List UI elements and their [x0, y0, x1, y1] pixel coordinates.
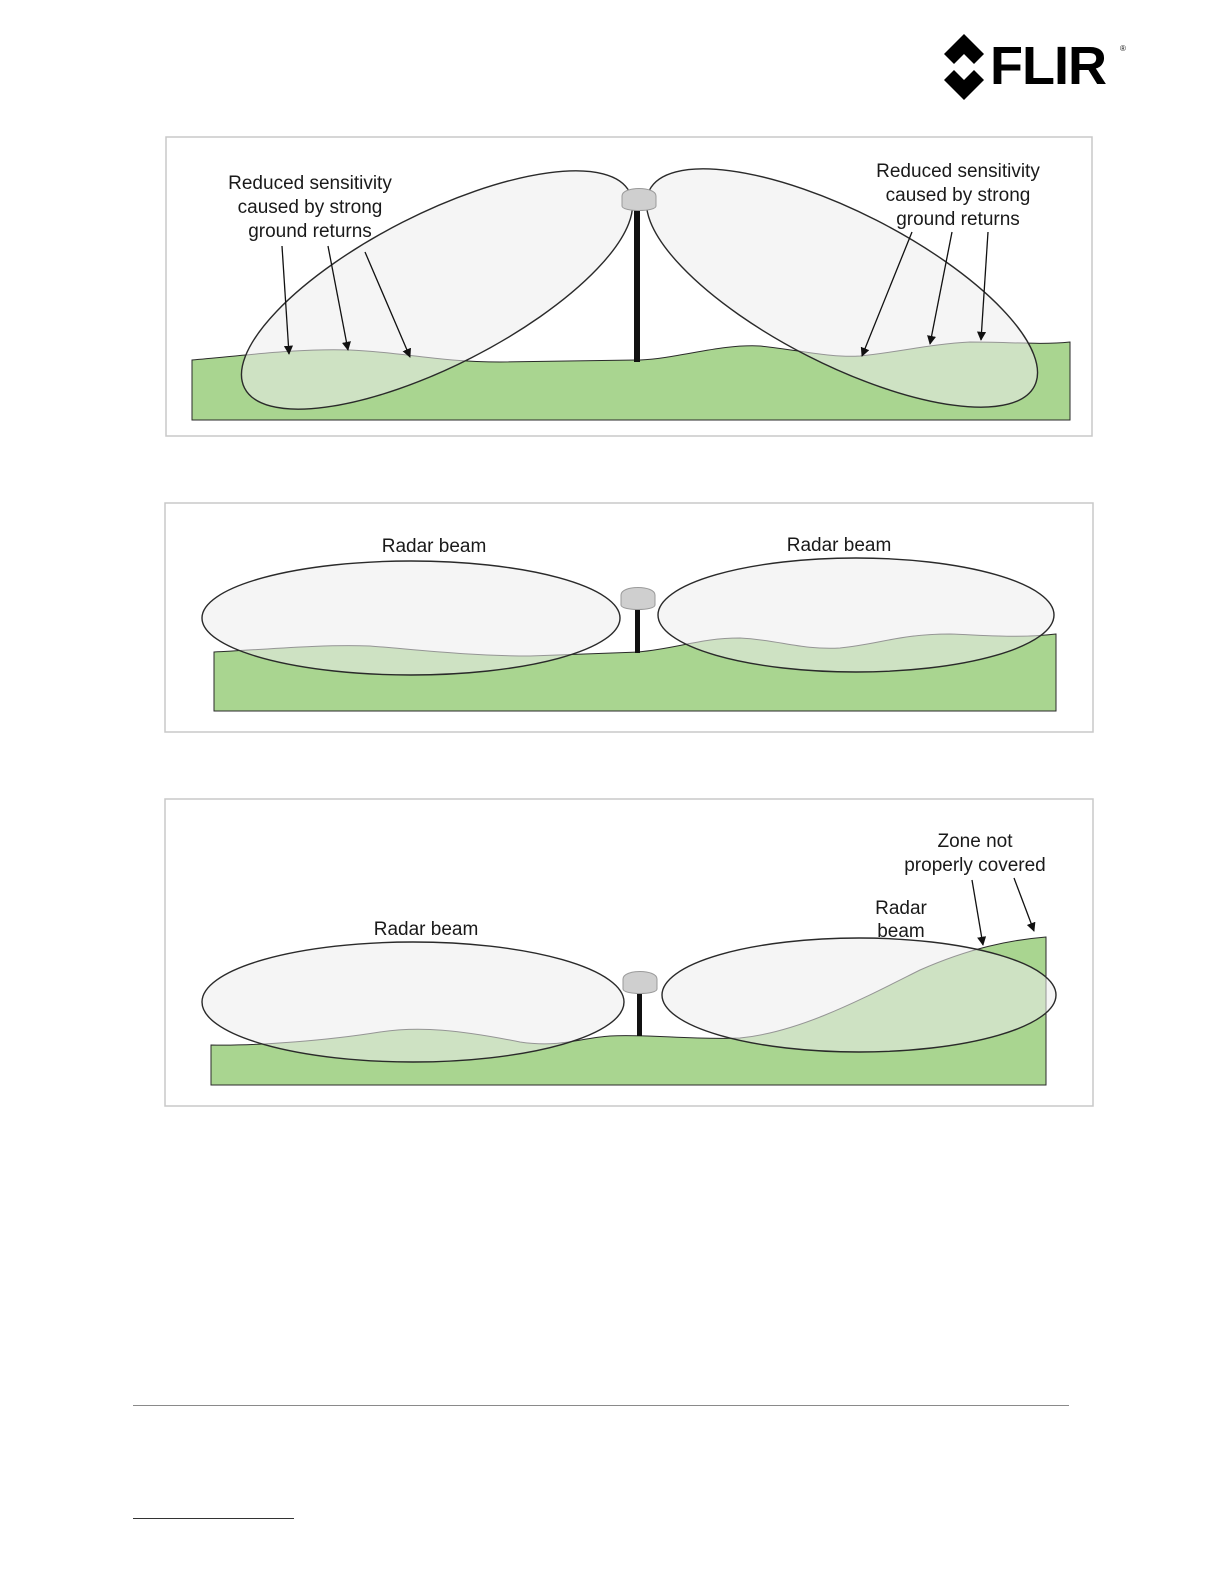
right-beam-label-line1: Radar	[875, 898, 927, 919]
zone-label-line1: Zone not	[938, 831, 1014, 852]
right-label-line1: Reduced sensitivity	[876, 161, 1040, 182]
radar-mast	[634, 208, 640, 362]
zone-label-line2: properly covered	[904, 855, 1046, 876]
left-radar-beam	[202, 561, 620, 675]
left-label-line1: Reduced sensitivity	[228, 173, 392, 194]
left-beam-label: Radar beam	[382, 536, 487, 557]
radar-unit-icon	[622, 189, 656, 211]
right-beam-label-line2: beam	[877, 921, 925, 942]
left-radar-beam	[202, 942, 624, 1062]
diagram-tilted-beams: Reduced sensitivity caused by strong gro…	[166, 122, 1092, 456]
radar-unit-icon	[621, 588, 655, 610]
right-label-line2: caused by strong	[886, 185, 1031, 206]
right-radar-beam	[658, 558, 1054, 672]
left-label-line3: ground returns	[248, 221, 372, 242]
right-radar-beam	[662, 938, 1056, 1052]
footnote-divider	[133, 1518, 294, 1519]
diagram-rising-terrain: Radar beam Radar beam Zone not properly …	[165, 799, 1093, 1106]
radar-unit-icon	[623, 972, 657, 994]
right-label-line3: ground returns	[896, 209, 1020, 230]
radar-mast	[637, 990, 642, 1036]
left-label-line2: caused by strong	[238, 197, 383, 218]
diagram-level-beams: Radar beam Radar beam	[165, 503, 1093, 732]
right-beam-label: Radar beam	[787, 535, 892, 556]
left-beam-label: Radar beam	[374, 919, 479, 940]
footer-divider	[133, 1405, 1069, 1406]
radar-mast	[635, 606, 640, 653]
